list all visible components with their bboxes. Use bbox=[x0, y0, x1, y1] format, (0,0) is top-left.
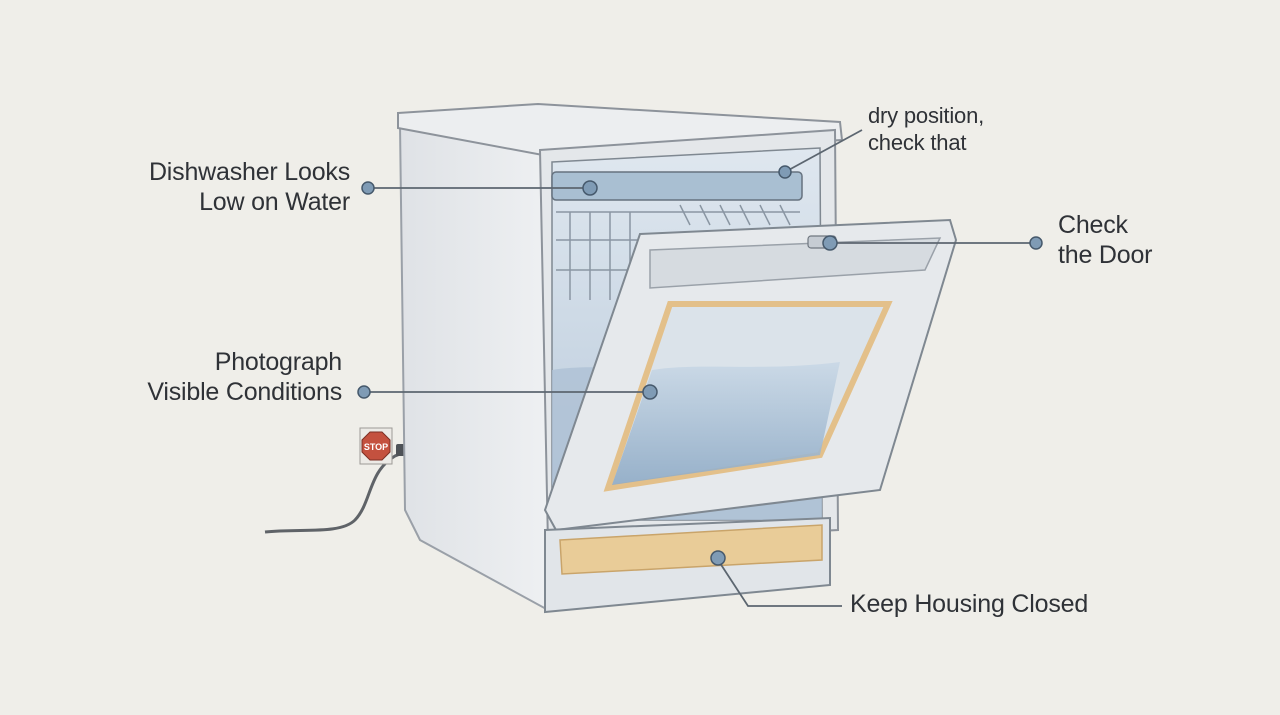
window-water bbox=[612, 362, 840, 485]
spray-arm bbox=[551, 171, 803, 201]
dot-photograph-right bbox=[642, 384, 658, 400]
callout-lines bbox=[364, 129, 1036, 607]
stop-sign-icon: STOP bbox=[359, 427, 393, 465]
dot-low-water-left bbox=[361, 181, 375, 195]
callout-door-line2: the Door bbox=[1058, 241, 1153, 269]
dot-dry-position bbox=[778, 165, 792, 179]
leader-dry-position bbox=[784, 129, 863, 173]
dot-photograph-left bbox=[357, 385, 371, 399]
dot-housing bbox=[710, 550, 726, 566]
dot-door-left bbox=[822, 235, 838, 251]
callout-door: Check the Door bbox=[1058, 210, 1152, 270]
callout-photograph-line1: Photograph bbox=[214, 348, 342, 376]
side-panel bbox=[398, 123, 549, 612]
dot-low-water-right bbox=[582, 180, 598, 196]
callout-low-water-line1: Dishwasher Looks bbox=[148, 158, 350, 186]
callout-dry-position: dry position, check that bbox=[868, 102, 984, 156]
callout-housing-text: Keep Housing Closed bbox=[850, 590, 1089, 618]
door-handle-bar bbox=[649, 237, 942, 289]
housing-panel bbox=[559, 524, 823, 575]
callout-low-water: Dishwasher Looks Low on Water bbox=[120, 157, 350, 217]
callout-door-line1: Check bbox=[1058, 211, 1128, 239]
callout-photograph-line2: Visible Conditions bbox=[147, 378, 342, 406]
dot-door-right bbox=[1029, 236, 1043, 250]
callout-dry-position-line1: dry position, bbox=[868, 103, 985, 128]
callout-dry-position-line2: check that bbox=[868, 130, 967, 155]
callout-low-water-line2: Low on Water bbox=[199, 188, 350, 216]
stop-sign-text: STOP bbox=[364, 442, 388, 452]
power-cord bbox=[264, 448, 411, 534]
callout-dots bbox=[357, 165, 1043, 566]
callout-housing: Keep Housing Closed bbox=[850, 589, 1088, 619]
callout-photograph: Photograph Visible Conditions bbox=[110, 347, 342, 407]
leader-housing bbox=[717, 559, 842, 607]
